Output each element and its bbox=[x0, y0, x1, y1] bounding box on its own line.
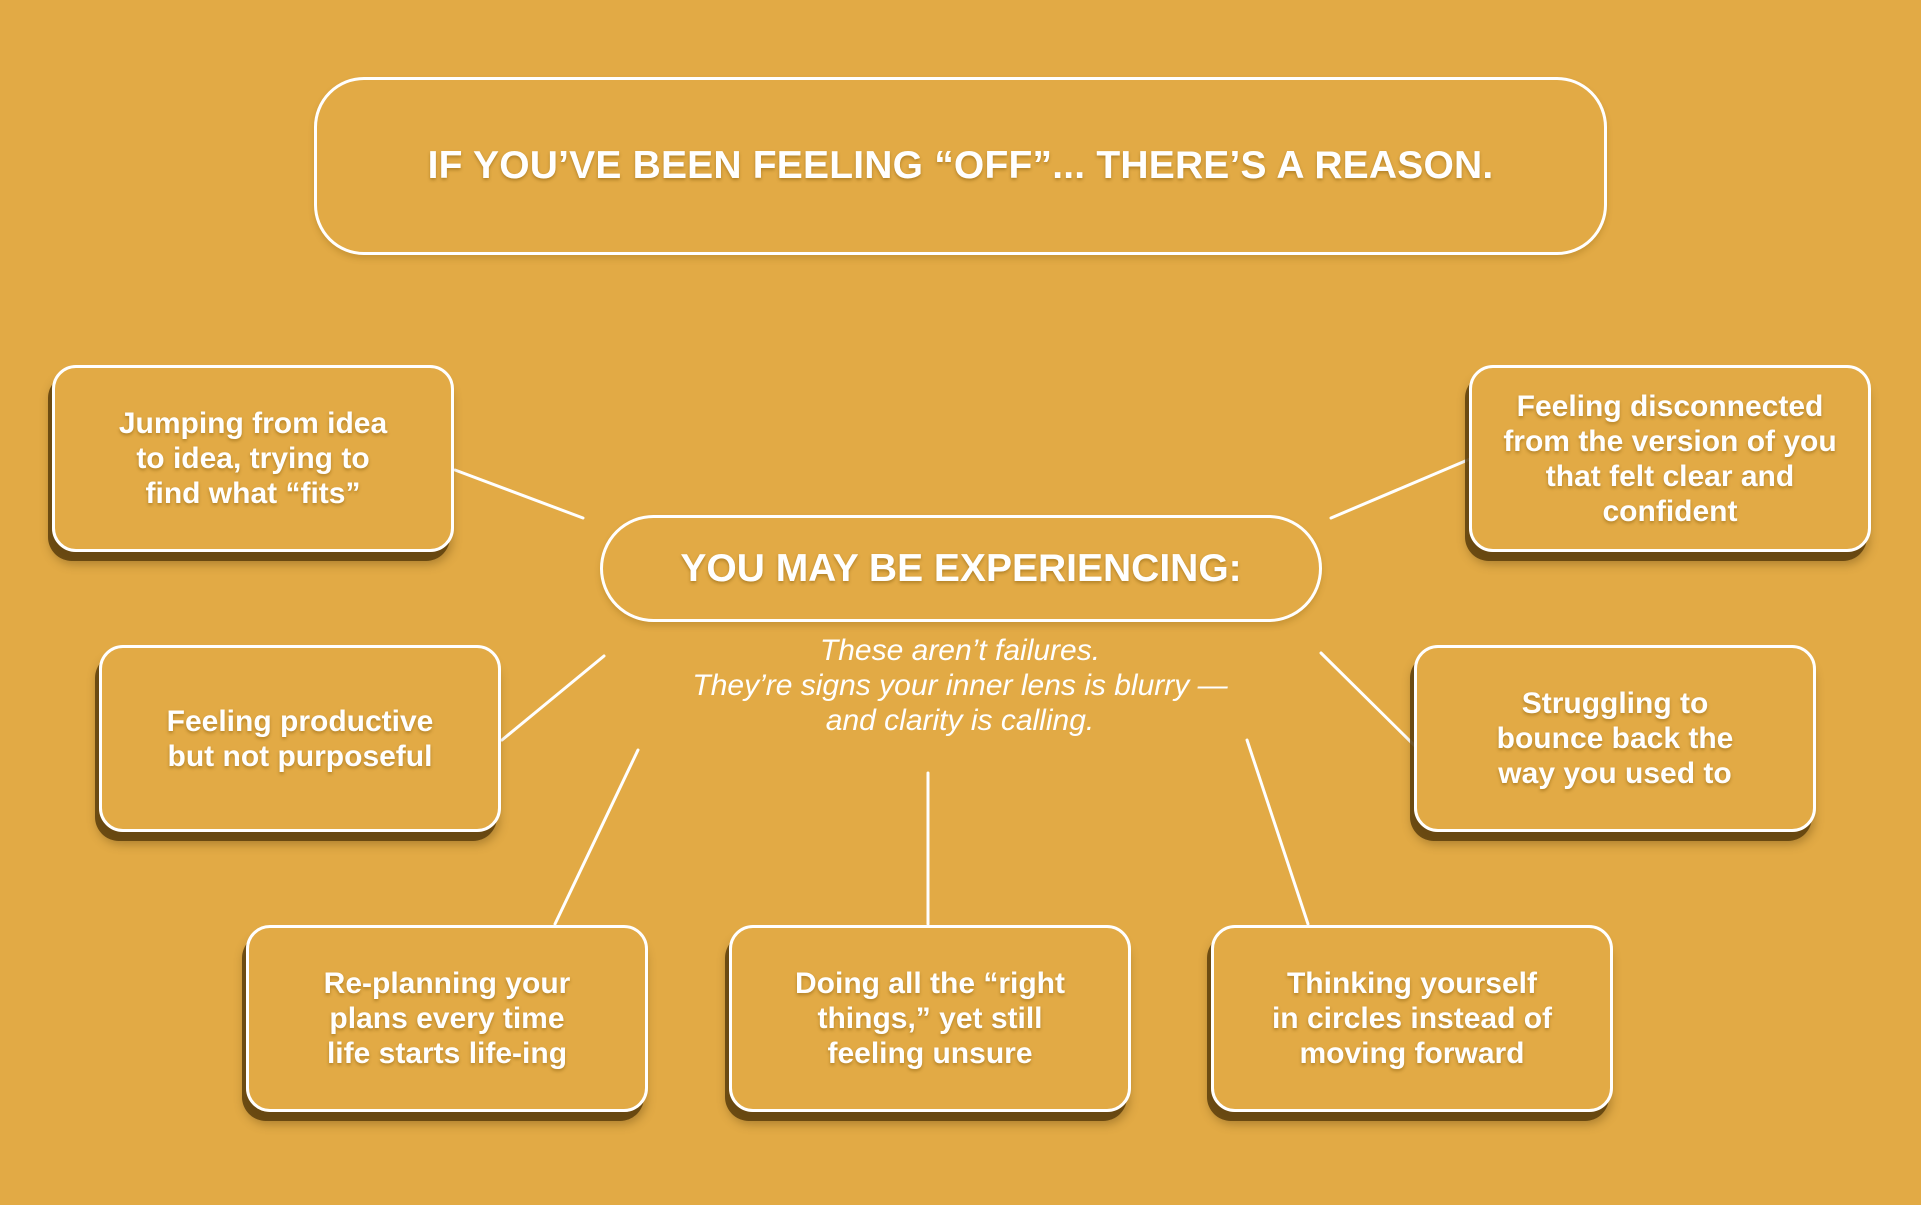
node-re-planning: Re-planning your plans every time life s… bbox=[246, 925, 648, 1112]
node-text: Doing all the “right things,” yet still … bbox=[795, 967, 1065, 1070]
node-text: Feeling productive but not purposeful bbox=[166, 704, 434, 773]
node-text: Thinking yourself in circles instead of … bbox=[1271, 967, 1553, 1070]
node-productive-not-purposeful: Feeling productive but not purposeful bbox=[99, 645, 501, 832]
node-doing-right-things: Doing all the “right things,” yet still … bbox=[729, 925, 1131, 1112]
connector-bottom-left bbox=[553, 748, 640, 926]
center-subtitle: These aren’t failures. They’re signs you… bbox=[692, 634, 1228, 737]
center-hub: YOU MAY BE EXPERIENCING: bbox=[600, 515, 1322, 622]
header-banner: IF YOU’VE BEEN FEELING “OFF”... THERE’S … bbox=[314, 77, 1607, 255]
connector-top-left bbox=[453, 468, 585, 520]
node-jumping-ideas: Jumping from idea to idea, trying to fin… bbox=[52, 365, 454, 552]
node-feeling-disconnected: Feeling disconnected from the version of… bbox=[1469, 365, 1871, 552]
node-text: Jumping from idea to idea, trying to fin… bbox=[118, 407, 388, 510]
node-text: Struggling to bounce back the way you us… bbox=[1496, 687, 1734, 790]
connector-top-right bbox=[1329, 457, 1472, 520]
center-title: YOU MAY BE EXPERIENCING: bbox=[680, 546, 1242, 590]
node-text: Feeling disconnected from the version of… bbox=[1503, 389, 1837, 528]
node-text: Re-planning your plans every time life s… bbox=[323, 967, 571, 1070]
node-thinking-in-circles: Thinking yourself in circles instead of … bbox=[1211, 925, 1613, 1112]
connector-bottom-right bbox=[1245, 738, 1310, 926]
node-struggling-bounce-back: Struggling to bounce back the way you us… bbox=[1414, 645, 1816, 832]
connector-mid-left bbox=[500, 654, 606, 742]
connector-mid-right bbox=[1319, 651, 1417, 748]
header-title: IF YOU’VE BEEN FEELING “OFF”... THERE’S … bbox=[427, 144, 1494, 187]
